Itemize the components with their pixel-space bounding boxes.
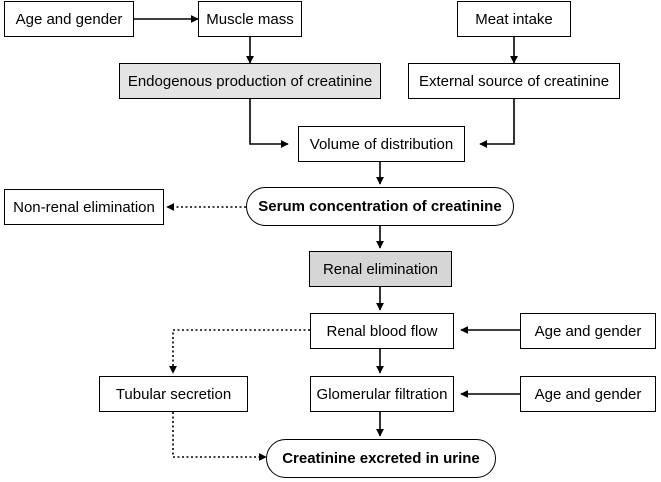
- node-age-and-gender-top: Age and gender: [4, 1, 134, 37]
- node-endogenous-production: Endogenous production of creatinine: [119, 63, 381, 99]
- node-age-and-gender-filtration: Age and gender: [520, 376, 656, 412]
- node-glomerular-filtration: Glomerular filtration: [310, 376, 454, 412]
- node-renal-blood-flow: Renal blood flow: [310, 313, 454, 349]
- arrow-endogenous-to-volume: [249, 99, 289, 148]
- node-muscle-mass: Muscle mass: [198, 1, 302, 37]
- node-creatinine-excreted: Creatinine excreted in urine: [266, 439, 496, 478]
- node-serum-concentration: Serum concentration of creatinine: [246, 187, 514, 226]
- dotted-arrow-tubular-to-urine: [172, 412, 267, 461]
- node-external-source: External source of creatinine: [408, 63, 620, 99]
- node-renal-elimination: Renal elimination: [309, 251, 452, 287]
- node-meat-intake: Meat intake: [457, 1, 571, 37]
- arrow-external-to-volume: [479, 99, 515, 148]
- node-age-and-gender-blood-flow: Age and gender: [520, 313, 656, 349]
- dotted-arrow-blood-flow-to-tubular: [169, 329, 310, 374]
- node-non-renal-elimination: Non-renal elimination: [4, 189, 164, 225]
- node-tubular-secretion: Tubular secretion: [99, 376, 248, 412]
- node-volume-of-distribution: Volume of distribution: [298, 126, 465, 162]
